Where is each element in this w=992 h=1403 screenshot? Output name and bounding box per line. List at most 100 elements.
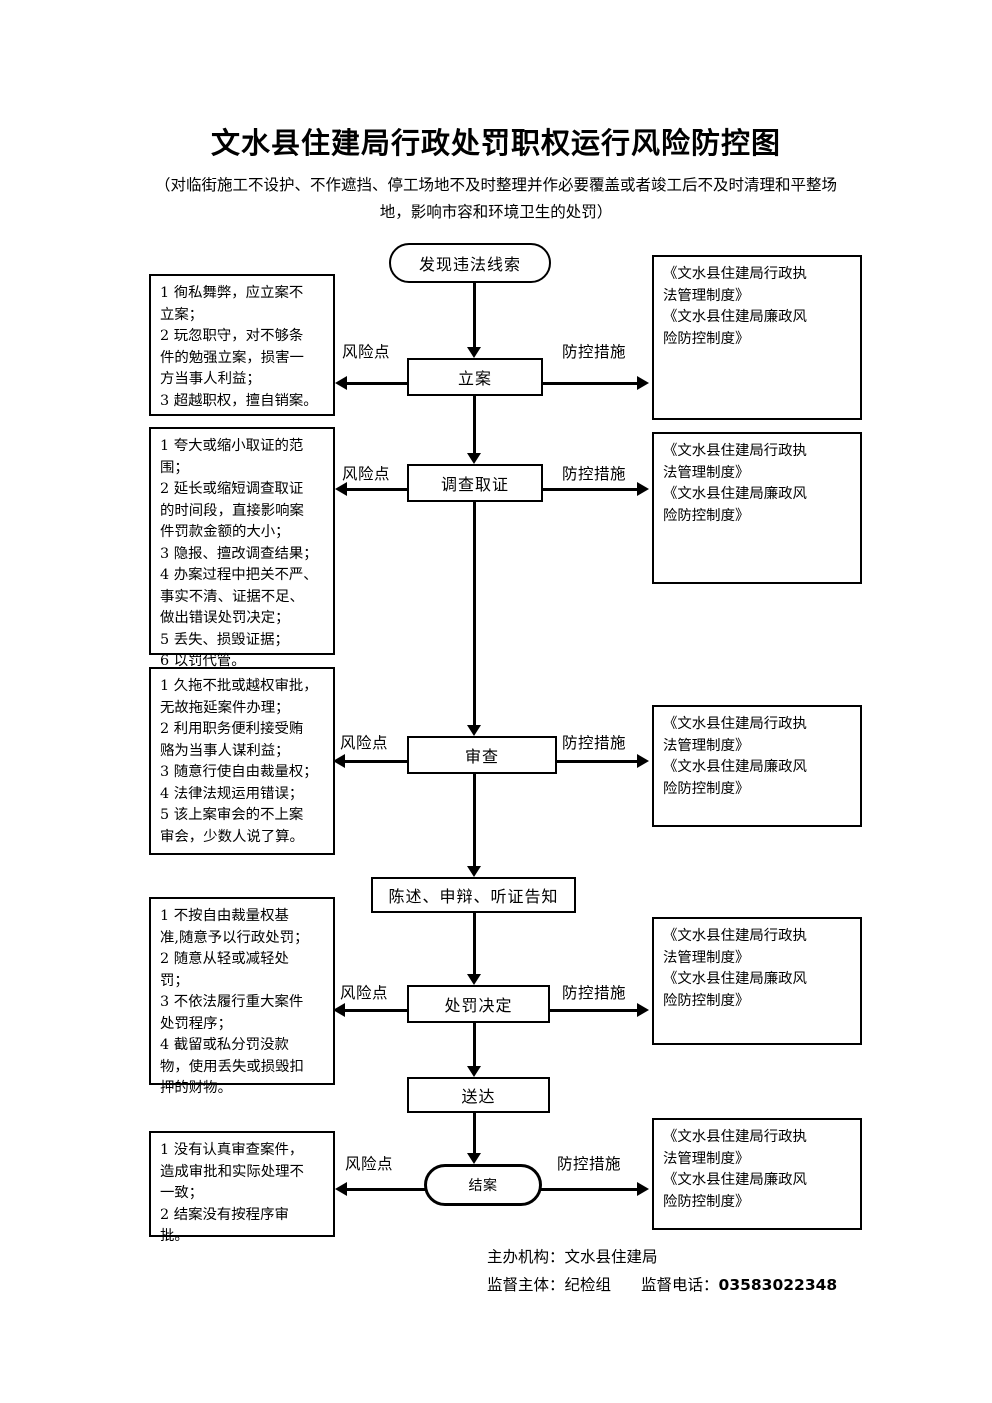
text-line: 《文水县住建局行政执 [663, 443, 807, 459]
flow-node-review[interactable]: 审查 [407, 736, 557, 774]
connector-decision-to-risk [345, 1009, 409, 1012]
connector-filing-to-measure [543, 382, 639, 385]
text-line: 件的勉强立案，损害一 [160, 349, 304, 366]
arrow-down-icon [467, 866, 481, 877]
text-line: 法管理制度》 [663, 464, 750, 481]
arrow-right-icon [637, 376, 649, 390]
text-line: 4 办案过程中把关不严、 [160, 567, 318, 583]
risk-box-filing: 1 徇私舞弊，应立案不立案；2 玩忽职守，对不够条件的勉强立案，损害一方当事人利… [149, 274, 335, 416]
text-line: 2 延长或缩短调查取证 [160, 481, 304, 497]
flow-node-delivery[interactable]: 送达 [407, 1077, 550, 1113]
arrow-left-icon [333, 754, 345, 768]
footer-phone-value: 03583022348 [718, 1276, 838, 1294]
connector-closing-to-measure [540, 1188, 639, 1191]
connector-investigation-to-risk [347, 488, 409, 491]
text-line: 5 丢失、损毁证据； [160, 631, 289, 648]
text-line: 1 不按自由裁量权基 [160, 908, 289, 924]
flow-node-decision[interactable]: 处罚决定 [407, 985, 550, 1023]
risk-box-investigation: 1 夸大或缩小取证的范围；2 延长或缩短调查取证的时间段，直接影响案件罚款金额的… [149, 427, 335, 669]
text-line: 法管理制度》 [663, 1150, 750, 1167]
flow-node-closing[interactable]: 结案 [424, 1164, 542, 1206]
text-line: 1 没有认真审查案件， [160, 1142, 304, 1158]
text-line: 法管理制度》 [663, 287, 750, 304]
text-line: 《文水县住建局廉政风 [663, 486, 807, 502]
text-line: 2 结案没有按程序审 [160, 1206, 289, 1223]
label-measure-filing: 防控措施 [562, 343, 627, 361]
arrow-down-icon [467, 974, 481, 985]
text-line: 险防控制度》 [663, 507, 750, 524]
flow-node-closing-label: 结案 [468, 1178, 498, 1194]
flow-node-start-label: 发现违法线索 [418, 255, 521, 274]
connector-review-to-notice [473, 774, 476, 866]
footer-organizer-value: 文水县住建局 [564, 1248, 658, 1266]
arrow-left-icon [335, 1182, 347, 1196]
connector-filing-to-risk [347, 382, 409, 385]
arrow-left-icon [335, 482, 347, 496]
text-line: 险防控制度》 [663, 1193, 750, 1210]
label-measure-decision: 防控措施 [562, 984, 627, 1002]
label-risk-filing: 风险点 [342, 343, 391, 361]
flow-node-filing[interactable]: 立案 [407, 358, 543, 396]
flow-node-filing-label: 立案 [457, 369, 492, 388]
text-line: 3 不依法履行重大案件 [160, 994, 304, 1010]
text-line: 2 玩忽职守，对不够条 [160, 328, 304, 344]
connector-closing-to-risk [347, 1188, 427, 1191]
footer-organizer-row: 主办机构：文水县住建局 [0, 1243, 992, 1271]
label-measure-investigation: 防控措施 [562, 465, 627, 483]
arrow-down-icon [467, 725, 481, 736]
connector-review-to-risk [345, 760, 409, 763]
text-line: 3 超越职权，擅自销案。 [160, 392, 318, 409]
text-line: 《文水县住建局行政执 [663, 716, 807, 732]
text-line: 造成审批和实际处理不 [160, 1163, 304, 1180]
text-line: 险防控制度》 [663, 780, 750, 797]
text-line: 《文水县住建局行政执 [663, 1129, 807, 1145]
risk-box-closing: 1 没有认真审查案件，造成审批和实际处理不一致；2 结案没有按程序审批。 [149, 1131, 335, 1244]
text-line: 1 久拖不批或越权审批， [160, 678, 318, 694]
page-title: 文水县住建局行政处罚职权运行风险防控图 [210, 126, 781, 160]
measure-box-investigation: 《文水县住建局行政执法管理制度》《文水县住建局廉政风险防控制度》 [652, 432, 862, 584]
arrow-left-icon [335, 376, 347, 390]
text-line: 审会，少数人说了算。 [160, 828, 304, 845]
connector-investigation-to-review [473, 502, 476, 725]
arrow-down-icon [467, 1066, 481, 1077]
arrow-right-icon [637, 1003, 649, 1017]
text-line: 1 夸大或缩小取证的范 [160, 438, 304, 454]
text-line: 法管理制度》 [663, 949, 750, 966]
measure-box-review: 《文水县住建局行政执法管理制度》《文水县住建局廉政风险防控制度》 [652, 705, 862, 827]
label-risk-investigation: 风险点 [342, 465, 391, 483]
flow-node-investigation-label: 调查取证 [440, 475, 509, 494]
text-line: 3 隐报、擅改调查结果； [160, 545, 318, 562]
flow-node-review-label: 审查 [464, 747, 499, 766]
arrow-left-icon [333, 1003, 345, 1017]
connector-decision-to-delivery [473, 1023, 476, 1066]
text-line: 件罚款金额的大小； [160, 524, 290, 540]
arrow-down-icon [467, 347, 481, 358]
flow-node-notice[interactable]: 陈述、申辩、听证告知 [371, 877, 576, 913]
text-line: 罚； [160, 972, 189, 989]
flow-node-delivery-label: 送达 [461, 1087, 496, 1106]
text-line: 6 以罚代管。 [160, 653, 246, 669]
measure-box-filing: 《文水县住建局行政执法管理制度》《文水县住建局廉政风险防控制度》 [652, 255, 862, 420]
arrow-right-icon [637, 1182, 649, 1196]
risk-box-review: 1 久拖不批或越权审批，无故拖延案件办理；2 利用职务便利接受贿赂为当事人谋利益… [149, 667, 335, 855]
connector-notice-to-decision [473, 913, 476, 974]
page-subtitle: （对临街施工不设护、不作遮挡、停工场地不及时整理并作必要覆盖或者竣工后不及时清理… [154, 176, 837, 221]
text-line: 事实不清、证据不足、 [160, 588, 304, 605]
text-line: 《文水县住建局廉政风 [663, 1172, 807, 1188]
text-line: 5 该上案审会的不上案 [160, 807, 304, 823]
text-line: 准,随意予以行政处罚； [160, 929, 309, 946]
connector-filing-to-investigation [473, 396, 476, 453]
footer-supervisor-value: 纪检组 [564, 1276, 612, 1294]
label-risk-closing: 风险点 [345, 1155, 394, 1173]
measure-box-decision: 《文水县住建局行政执法管理制度》《文水县住建局廉政风险防控制度》 [652, 917, 862, 1045]
text-line: 立案； [160, 306, 204, 323]
text-line: 4 法律法规运用错误； [160, 785, 304, 802]
footer-supervisor-row: 监督主体：纪检组监督电话：03583022348 [0, 1271, 992, 1299]
flow-node-investigation[interactable]: 调查取证 [407, 464, 543, 502]
label-measure-closing: 防控措施 [557, 1155, 622, 1173]
text-line: 押的财物。 [160, 1080, 232, 1096]
text-line: 险防控制度》 [663, 992, 750, 1009]
flow-node-start[interactable]: 发现违法线索 [389, 243, 551, 283]
text-line: 《文水县住建局行政执 [663, 928, 807, 944]
label-measure-review: 防控措施 [562, 734, 627, 752]
